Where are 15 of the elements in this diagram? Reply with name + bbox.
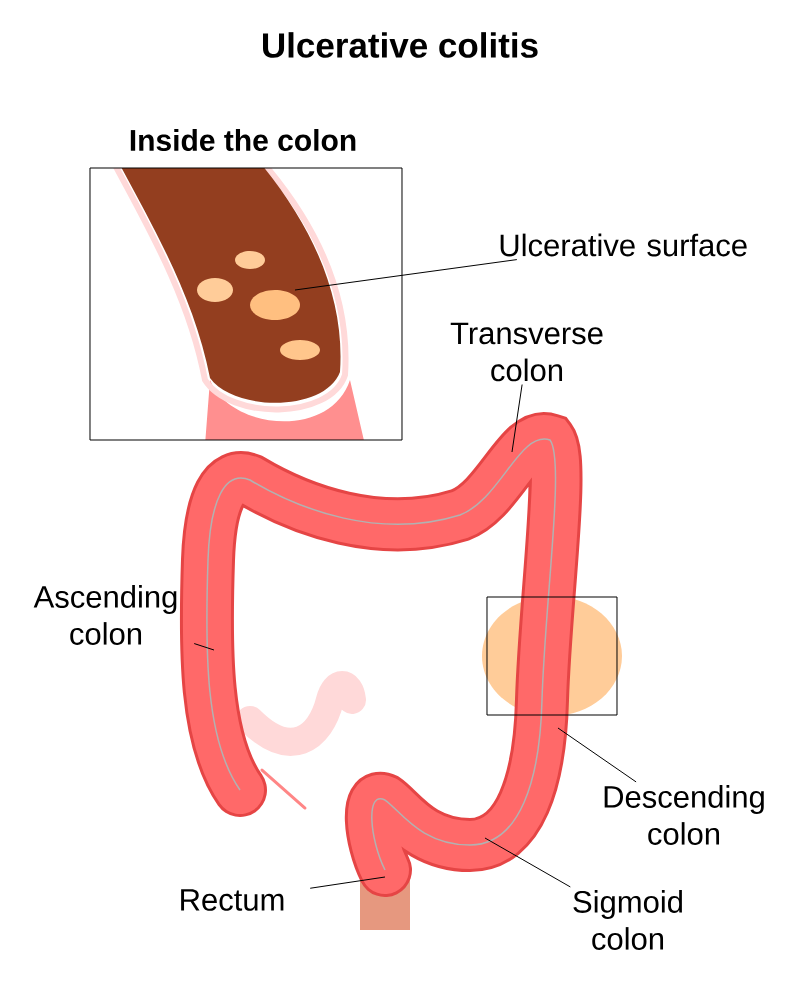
label: Transverse colon <box>450 322 603 382</box>
leader-line <box>557 727 637 783</box>
leader-line <box>484 837 571 888</box>
label: Sigmoid colon <box>573 890 682 950</box>
label: Ulcerative surface <box>500 233 747 257</box>
label: Rectum <box>181 889 284 911</box>
title: Ulcerative colitis <box>263 32 538 58</box>
leader-line <box>294 259 518 291</box>
leader-line <box>193 643 215 651</box>
label: Ascending colon <box>33 585 177 645</box>
inset-box: Inside the colon <box>89 129 403 441</box>
leader-line <box>309 876 386 889</box>
node-label: Inside the colon <box>130 128 356 152</box>
label: Descending colon <box>604 785 764 845</box>
leader-line <box>511 384 523 453</box>
